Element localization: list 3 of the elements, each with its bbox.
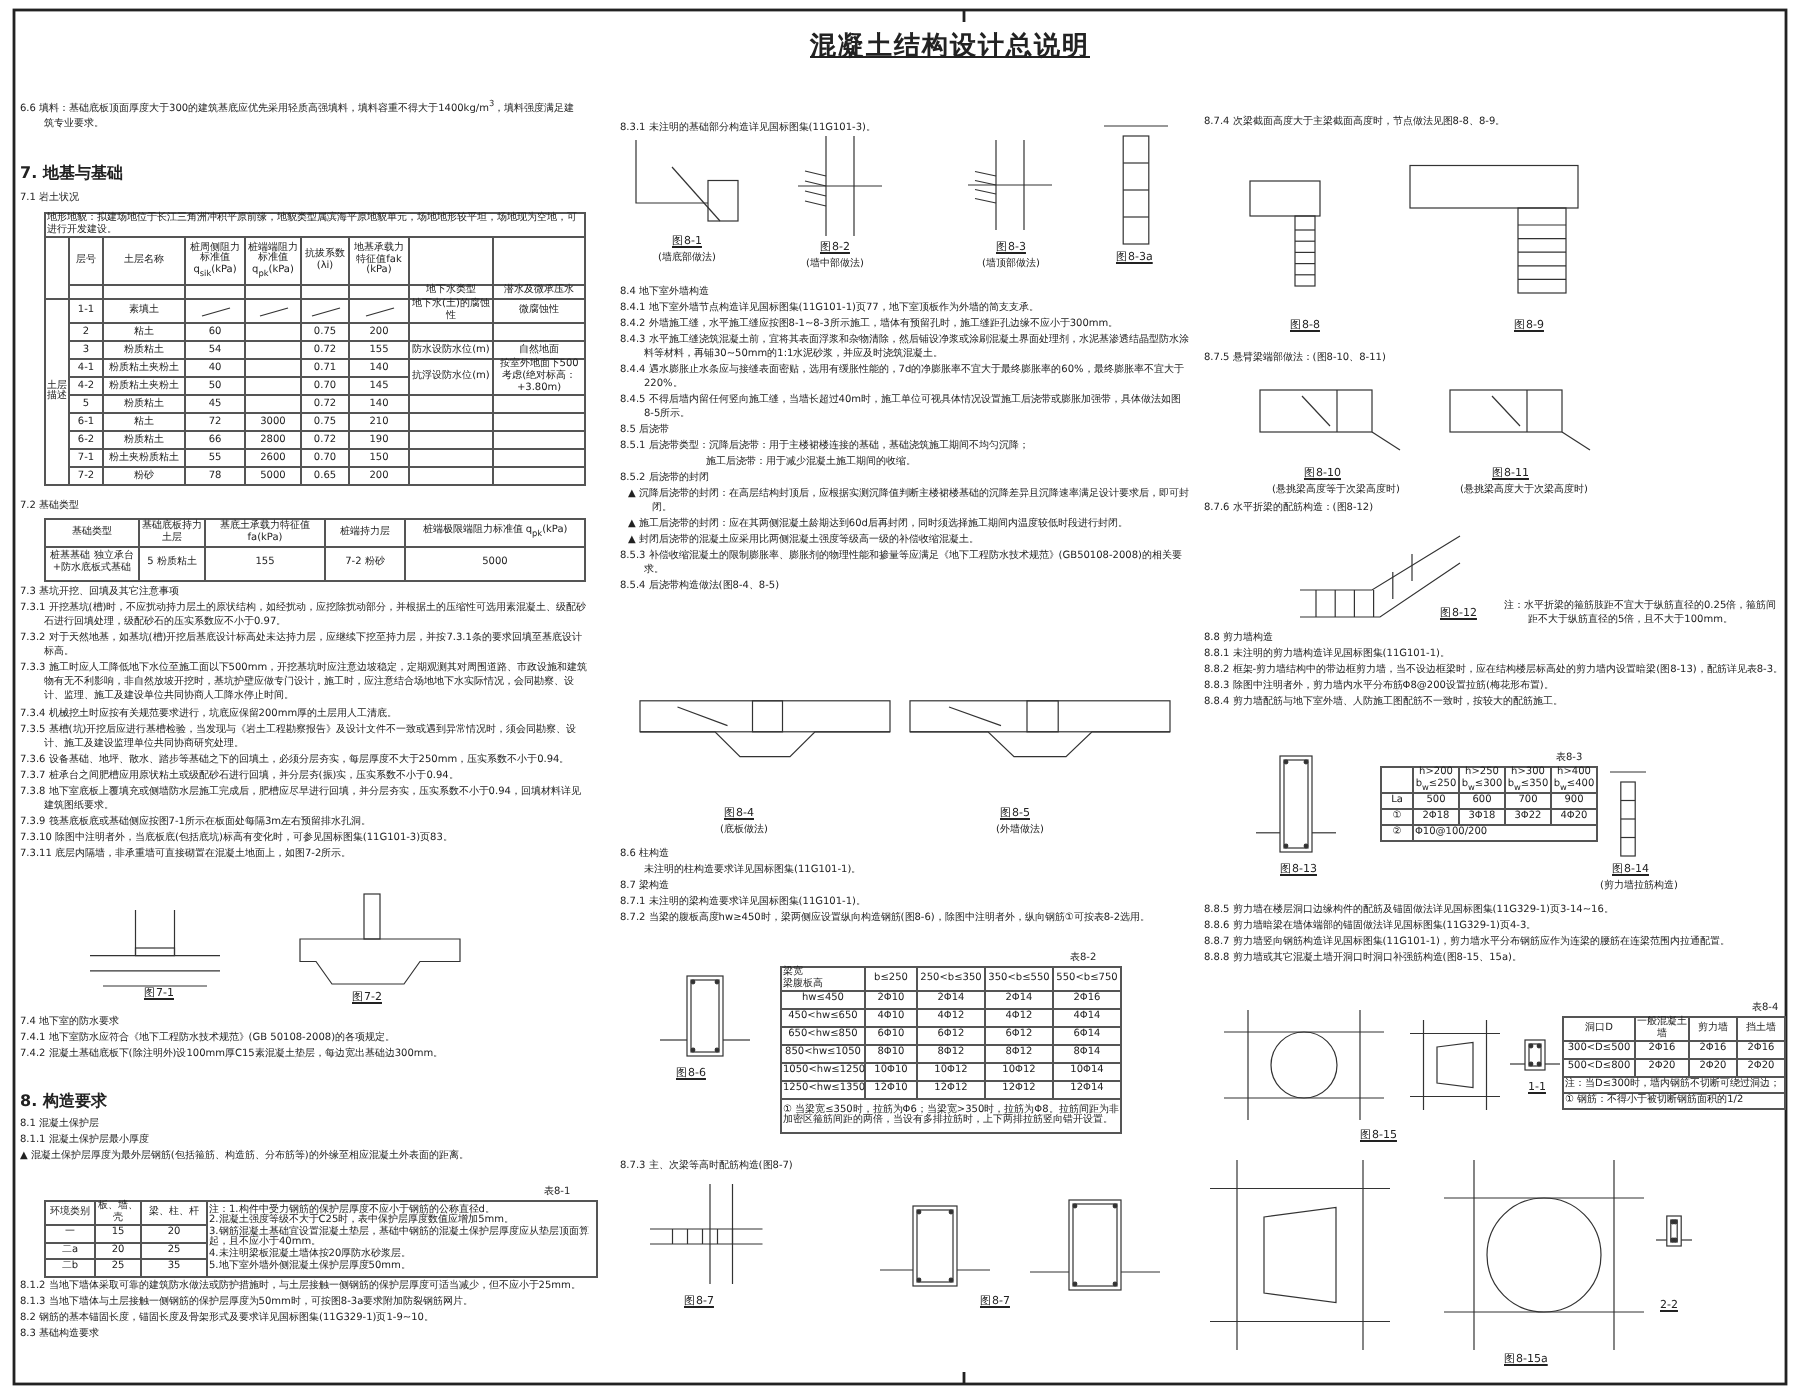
section-heading: 8. 构造要求 bbox=[20, 1092, 109, 1112]
sheet-title: 混凝土结构设计总说明 bbox=[808, 30, 1092, 64]
section-heading: 7. 地基与基础 bbox=[20, 164, 125, 184]
